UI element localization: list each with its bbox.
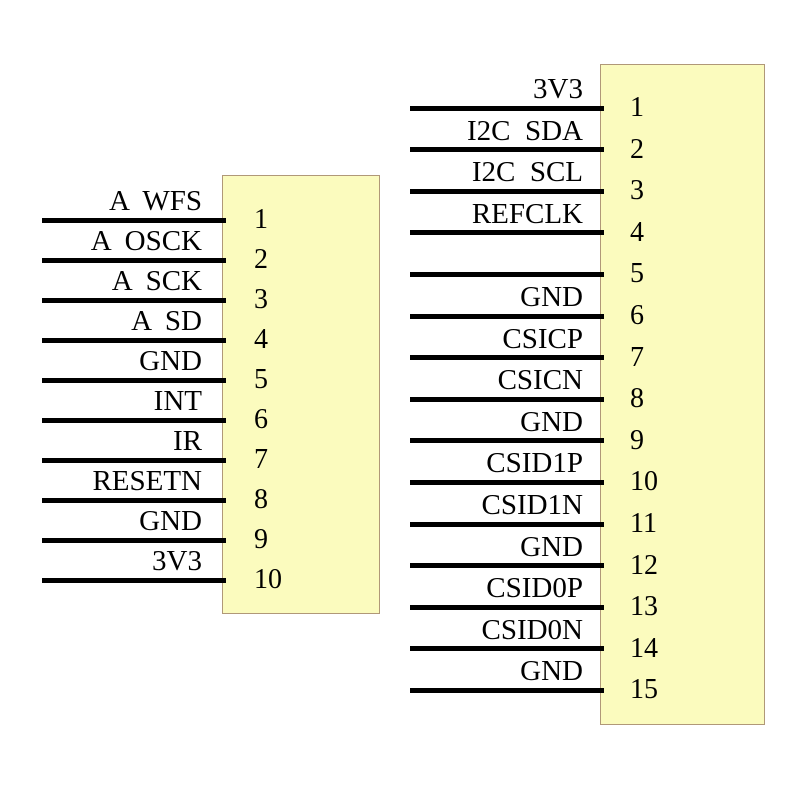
pin-label-9: GND [139, 505, 202, 537]
pin-lead-7 [42, 457, 226, 463]
pin-number-2: 2 [254, 244, 268, 275]
pin-lead-3 [410, 188, 604, 194]
pin-number-5: 5 [254, 364, 268, 395]
pin-lead-5 [42, 377, 226, 383]
pin-number-5: 5 [630, 258, 644, 290]
pin-label-1: A WFS [109, 185, 202, 217]
pin-number-10: 10 [630, 466, 658, 498]
pin-label-12: GND [520, 530, 583, 563]
pin-lead-13 [410, 604, 604, 610]
pin-lead-2 [410, 147, 604, 153]
pin-lead-7 [410, 355, 604, 361]
pin-number-3: 3 [254, 284, 268, 315]
pin-number-4: 4 [630, 216, 644, 248]
pin-lead-11 [410, 521, 604, 527]
pin-number-6: 6 [630, 300, 644, 331]
pin-number-12: 12 [630, 549, 658, 581]
pin-number-7: 7 [254, 444, 268, 475]
left-connector-body [222, 175, 380, 614]
pin-lead-14 [410, 646, 604, 652]
pin-label-8: RESETN [92, 465, 202, 497]
pin-number-14: 14 [630, 632, 658, 664]
pin-label-3: A SCK [111, 265, 202, 297]
pin-number-2: 2 [630, 133, 644, 165]
pin-number-8: 8 [254, 484, 268, 515]
right-connector-body [600, 64, 765, 725]
pin-lead-10 [410, 479, 604, 485]
pin-lead-6 [42, 417, 226, 423]
pin-lead-9 [42, 537, 226, 543]
pin-lead-6 [410, 313, 604, 319]
pin-label-1: 3V3 [533, 73, 583, 105]
pin-number-1: 1 [254, 204, 268, 235]
pin-number-7: 7 [630, 341, 644, 373]
pin-label-3: I2C SCL [471, 156, 583, 189]
pin-label-5: GND [139, 345, 202, 377]
pin-number-6: 6 [254, 404, 268, 435]
pin-label-4: REFCLK [471, 197, 583, 230]
pin-lead-9 [410, 438, 604, 444]
pin-lead-10 [42, 577, 226, 583]
pin-lead-8 [410, 396, 604, 402]
pin-label-14: CSID0N [481, 613, 583, 646]
pin-number-3: 3 [630, 175, 644, 207]
pin-label-2: A OSCK [90, 225, 202, 257]
pin-number-8: 8 [630, 383, 644, 415]
pin-label-6: GND [520, 281, 583, 313]
pin-number-13: 13 [630, 591, 658, 623]
pin-label-13: CSID0P [486, 572, 583, 605]
pin-label-11: CSID1N [481, 489, 583, 521]
pin-lead-15 [410, 687, 604, 693]
pin-lead-8 [42, 497, 226, 503]
pin-number-15: 15 [630, 674, 658, 706]
pin-number-10: 10 [254, 564, 282, 595]
pin-label-8: CSICN [497, 364, 583, 397]
pin-number-1: 1 [630, 92, 644, 123]
pin-label-10: 3V3 [152, 545, 202, 577]
pin-label-9: GND [520, 405, 583, 438]
pin-lead-4 [410, 230, 604, 236]
pin-number-9: 9 [630, 424, 644, 456]
pin-number-9: 9 [254, 524, 268, 555]
pin-label-4: A SD [131, 305, 202, 337]
pin-lead-3 [42, 297, 226, 303]
pin-label-2: I2C SDA [466, 114, 583, 147]
pin-lead-12 [410, 563, 604, 569]
pin-lead-1 [42, 217, 226, 223]
pin-lead-4 [42, 337, 226, 343]
pin-lead-2 [42, 257, 226, 263]
pin-number-11: 11 [630, 508, 657, 539]
pin-label-6: INT [153, 385, 202, 417]
pin-label-15: GND [520, 655, 583, 688]
pin-label-7: CSICP [502, 322, 583, 355]
pin-lead-5 [410, 271, 604, 277]
pin-label-10: CSID1P [486, 447, 583, 480]
pin-number-4: 4 [254, 324, 268, 355]
pin-label-7: IR [173, 425, 202, 457]
pin-lead-1 [410, 105, 604, 111]
